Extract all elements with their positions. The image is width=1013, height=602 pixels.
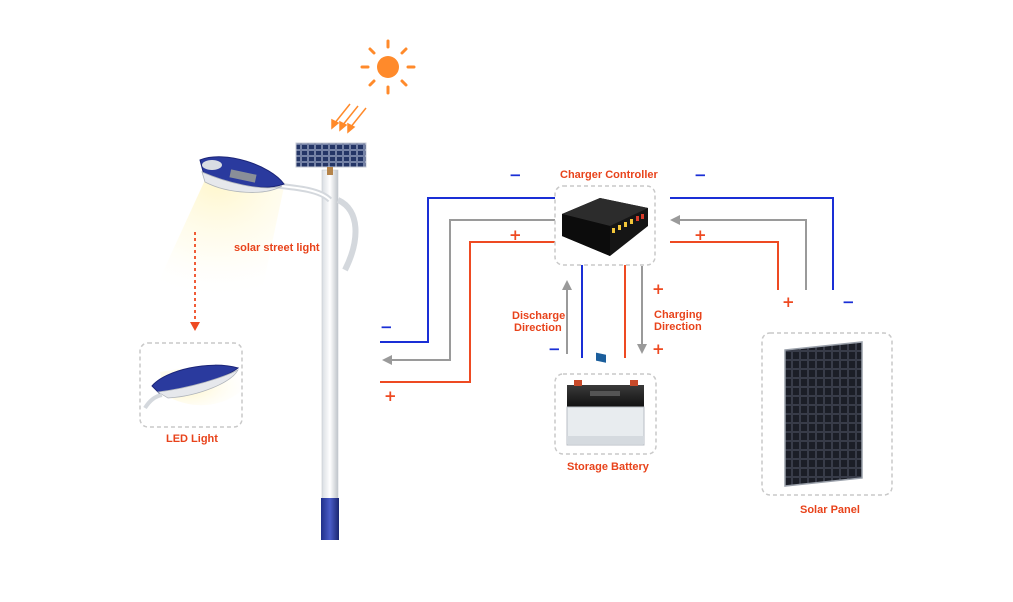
- plus-sign-charging-top: +: [652, 280, 665, 298]
- plus-sign-controller-left: +: [509, 226, 522, 244]
- plus-sign-panel: +: [782, 293, 795, 311]
- label-charging-direction-2: Direction: [654, 321, 702, 333]
- minus-sign-controller-left: −: [509, 166, 522, 184]
- lamp-glow: [150, 180, 285, 300]
- direction-arrows: [392, 219, 807, 361]
- minus-sign-panel: −: [842, 293, 855, 311]
- lamp-to-led-arrow: [190, 232, 200, 331]
- label-discharge-direction-2: Direction: [514, 322, 562, 334]
- minus-sign-load: −: [380, 318, 393, 336]
- pole-solar-panel: [295, 142, 367, 175]
- sun-rays-arrows: [331, 103, 367, 134]
- solar-panel-icon: [784, 341, 863, 487]
- label-storage-battery: Storage Battery: [567, 461, 649, 473]
- label-charger-controller: Charger Controller: [560, 169, 658, 181]
- positive-wires: [380, 241, 779, 383]
- minus-sign-controller-right: −: [694, 166, 707, 184]
- plus-sign-load: +: [384, 387, 397, 405]
- led-lamp-icon: [143, 364, 240, 410]
- label-led-light: LED Light: [166, 433, 218, 445]
- plus-sign-controller-right: +: [694, 226, 707, 244]
- sun-icon: [360, 39, 416, 95]
- led-light-box: [139, 342, 243, 428]
- car-battery-icon: [566, 380, 645, 446]
- label-discharge-direction-1: Discharge: [512, 310, 566, 322]
- negative-wires: [380, 197, 834, 358]
- arrow-heads: [382, 215, 680, 365]
- label-charging-direction-1: Charging: [654, 309, 703, 321]
- label-solar-panel: Solar Panel: [800, 504, 860, 516]
- charge-controller-icon: [562, 198, 648, 363]
- label-solar-street-light: solar street light: [234, 242, 320, 254]
- plus-sign-charging-bottom: +: [652, 340, 665, 358]
- minus-sign-discharge: −: [548, 340, 561, 358]
